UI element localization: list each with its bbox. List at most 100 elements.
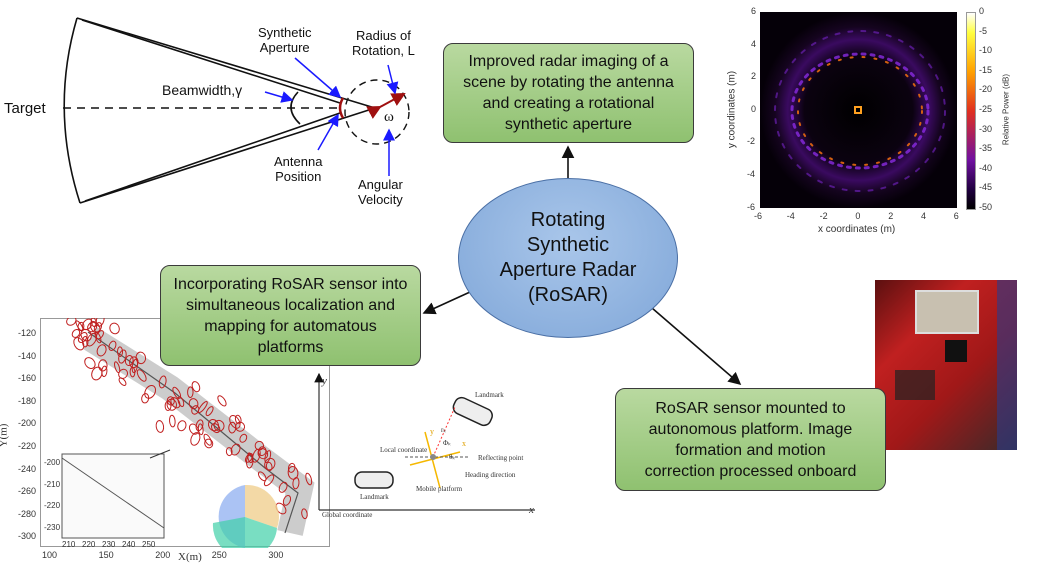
landmark-ellipse xyxy=(287,462,296,473)
landmark-ellipse xyxy=(94,331,102,344)
colorbar-tick: 0 xyxy=(979,6,985,16)
landmark-ellipse xyxy=(305,472,313,486)
radar-x-tick: -4 xyxy=(786,211,795,221)
radar-x-tick: 2 xyxy=(888,211,894,221)
colorbar-tick: -30 xyxy=(979,123,993,134)
landmark-ellipse xyxy=(292,477,300,490)
landmark-ellipse xyxy=(117,346,124,357)
landmark-ellipse xyxy=(205,406,214,417)
radar-colorbar xyxy=(966,12,976,210)
landmark-ellipse xyxy=(93,322,103,333)
colorbar-tick: -5 xyxy=(979,25,988,36)
landmark-ellipse xyxy=(81,335,89,348)
landmark-ellipse xyxy=(124,355,134,367)
landmark-ellipse xyxy=(188,423,199,435)
landmark-ellipse xyxy=(257,448,269,460)
radar-image xyxy=(760,12,957,208)
radar-y-tick: -4 xyxy=(747,169,756,179)
landmark-ellipse xyxy=(108,340,117,351)
omega-symbol: ω xyxy=(384,109,394,125)
beam-fan xyxy=(63,17,376,204)
landmark-ellipse xyxy=(254,440,265,451)
landmark-ellipse xyxy=(191,381,201,393)
theta-k-label: θₖ xyxy=(449,453,456,461)
radar-y-tick: 4 xyxy=(751,38,757,49)
slam-y-tick: -120 xyxy=(18,328,37,338)
landmark-ellipse xyxy=(172,386,182,399)
radar-y-tick: 0 xyxy=(751,103,757,114)
landmark-ellipse xyxy=(265,461,273,472)
landmark-top-label: Landmark xyxy=(475,391,504,399)
rosar-hardware-photo xyxy=(875,280,1017,450)
landmark-ellipse xyxy=(95,330,105,340)
colorbar-tick: -20 xyxy=(979,84,993,95)
mobile-platform-label: Mobile platform xyxy=(416,485,463,493)
rosar-geometry-diagram xyxy=(63,17,410,204)
landmark-ellipse xyxy=(217,395,227,407)
landmark-ellipse xyxy=(225,447,233,457)
colorbar-tick: -10 xyxy=(979,45,993,56)
slam-y-tick: -200 xyxy=(18,418,37,429)
landmark-ellipse xyxy=(213,419,225,432)
radar-xlabel: x coordinates (m) xyxy=(818,224,896,235)
landmark-ellipse xyxy=(91,366,103,381)
inset-x-tick: 210 xyxy=(62,540,76,549)
landmark-ellipse xyxy=(207,419,220,432)
slam-y-tick: -160 xyxy=(18,373,37,384)
inset-y-tick: -200 xyxy=(44,458,61,467)
landmark-ellipse xyxy=(244,453,254,463)
landmark-ellipse xyxy=(264,450,272,464)
landmark-ellipse xyxy=(77,331,88,343)
radius-arrow xyxy=(366,93,406,119)
slam-x-tick: 100 xyxy=(42,550,58,560)
heading-direction-label: Heading direction xyxy=(465,471,516,479)
landmark-ellipse xyxy=(234,414,242,425)
landmark-bottom-label: Landmark xyxy=(360,493,389,501)
slam-y-tick: -220 xyxy=(18,441,37,451)
landmark-ellipse xyxy=(187,386,194,398)
slam-x-tick: 300 xyxy=(268,550,284,560)
slam-x-tick: 200 xyxy=(155,550,171,560)
radar-x-tick: 6 xyxy=(953,211,959,221)
slam-map xyxy=(40,318,330,548)
landmark-ellipse xyxy=(109,322,120,335)
synthetic-aperture-arc xyxy=(338,97,345,119)
slam-y-tick: -180 xyxy=(18,395,37,406)
landmark-ellipse xyxy=(169,414,176,428)
global-coordinate-label: Global coordinate xyxy=(322,511,373,519)
colorbar-tick: -50 xyxy=(979,202,993,212)
slam-y-tick: -140 xyxy=(18,350,37,361)
slam-x-tick: 150 xyxy=(98,550,114,560)
radar-y-tick: 6 xyxy=(751,6,757,16)
radar-x-tick: -6 xyxy=(754,211,763,221)
inset-x-tick: 230 xyxy=(102,540,116,549)
colorbar-tick: -40 xyxy=(979,162,993,173)
landmark-ellipse xyxy=(155,420,165,433)
colorbar-tick: -25 xyxy=(979,104,993,114)
landmark-ellipse xyxy=(197,401,208,414)
slam-y-tick: -300 xyxy=(18,531,37,542)
landmark-ellipse xyxy=(144,384,157,399)
r-k-label: rₖ xyxy=(441,426,447,434)
local-y-label: y xyxy=(430,427,434,436)
landmark-ellipse xyxy=(278,481,288,493)
landmark-ellipse xyxy=(177,420,187,432)
phi-k-label: Φₖ xyxy=(443,439,452,447)
radar-x-tick: -2 xyxy=(819,211,828,221)
landmark-ellipse xyxy=(239,433,248,443)
inset-x-tick: 240 xyxy=(122,540,136,549)
slam-inset xyxy=(61,453,165,539)
inset-y-tick: -230 xyxy=(44,522,61,532)
local-coordinate-label: Local coordinate xyxy=(380,446,428,454)
landmark-ellipse xyxy=(170,397,181,409)
arrow-to-platform xyxy=(651,307,742,386)
radar-y-tick: -6 xyxy=(747,201,756,212)
landmark-ellipse xyxy=(191,405,200,415)
reflecting-point-label: Reflecting point xyxy=(478,454,524,462)
